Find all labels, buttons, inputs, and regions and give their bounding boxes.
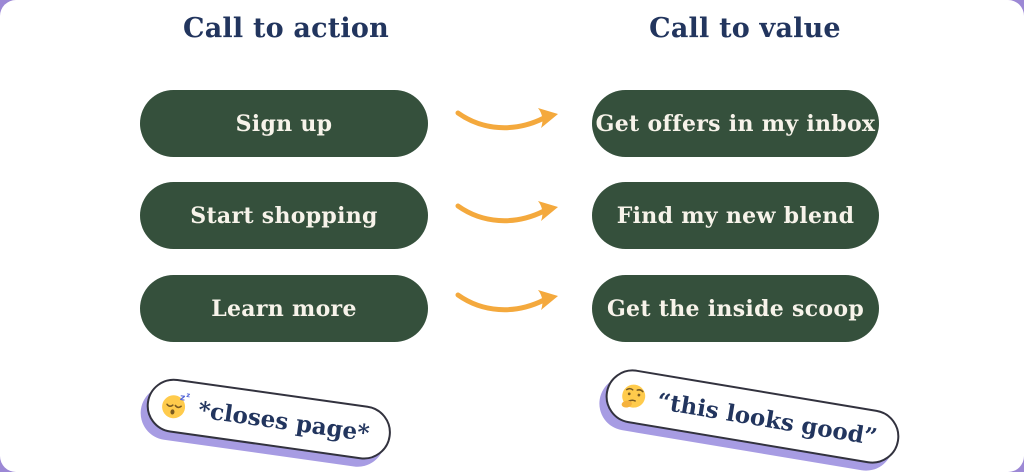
- sign-up-button[interactable]: Sign up: [140, 90, 428, 157]
- get-offers-in-my-inbox-button[interactable]: Get offers in my inbox: [592, 90, 879, 157]
- start-shopping-button[interactable]: Start shopping: [140, 182, 428, 249]
- column-header-call-to-value: Call to value: [649, 13, 841, 44]
- get-the-inside-scoop-button[interactable]: Get the inside scoop: [592, 275, 879, 342]
- curved-right-arrow-icon: [455, 201, 558, 224]
- sleeping-face-emoji: z z: [162, 391, 191, 419]
- thinking-face-emoji: [621, 384, 646, 408]
- curved-right-arrow-icon: [455, 290, 558, 313]
- learn-more-button[interactable]: Learn more: [140, 275, 428, 342]
- svg-text:z: z: [186, 391, 191, 399]
- curved-right-arrow-icon: [455, 108, 558, 131]
- column-header-call-to-action: Call to action: [183, 13, 389, 44]
- find-my-new-blend-button[interactable]: Find my new blend: [592, 182, 879, 249]
- closes-page-caption: z z *closes page*: [143, 375, 395, 464]
- closes-page-caption-text: *closes page*: [196, 395, 372, 447]
- this-looks-good-caption: “this looks good”: [601, 365, 904, 468]
- svg-text:z: z: [179, 393, 186, 404]
